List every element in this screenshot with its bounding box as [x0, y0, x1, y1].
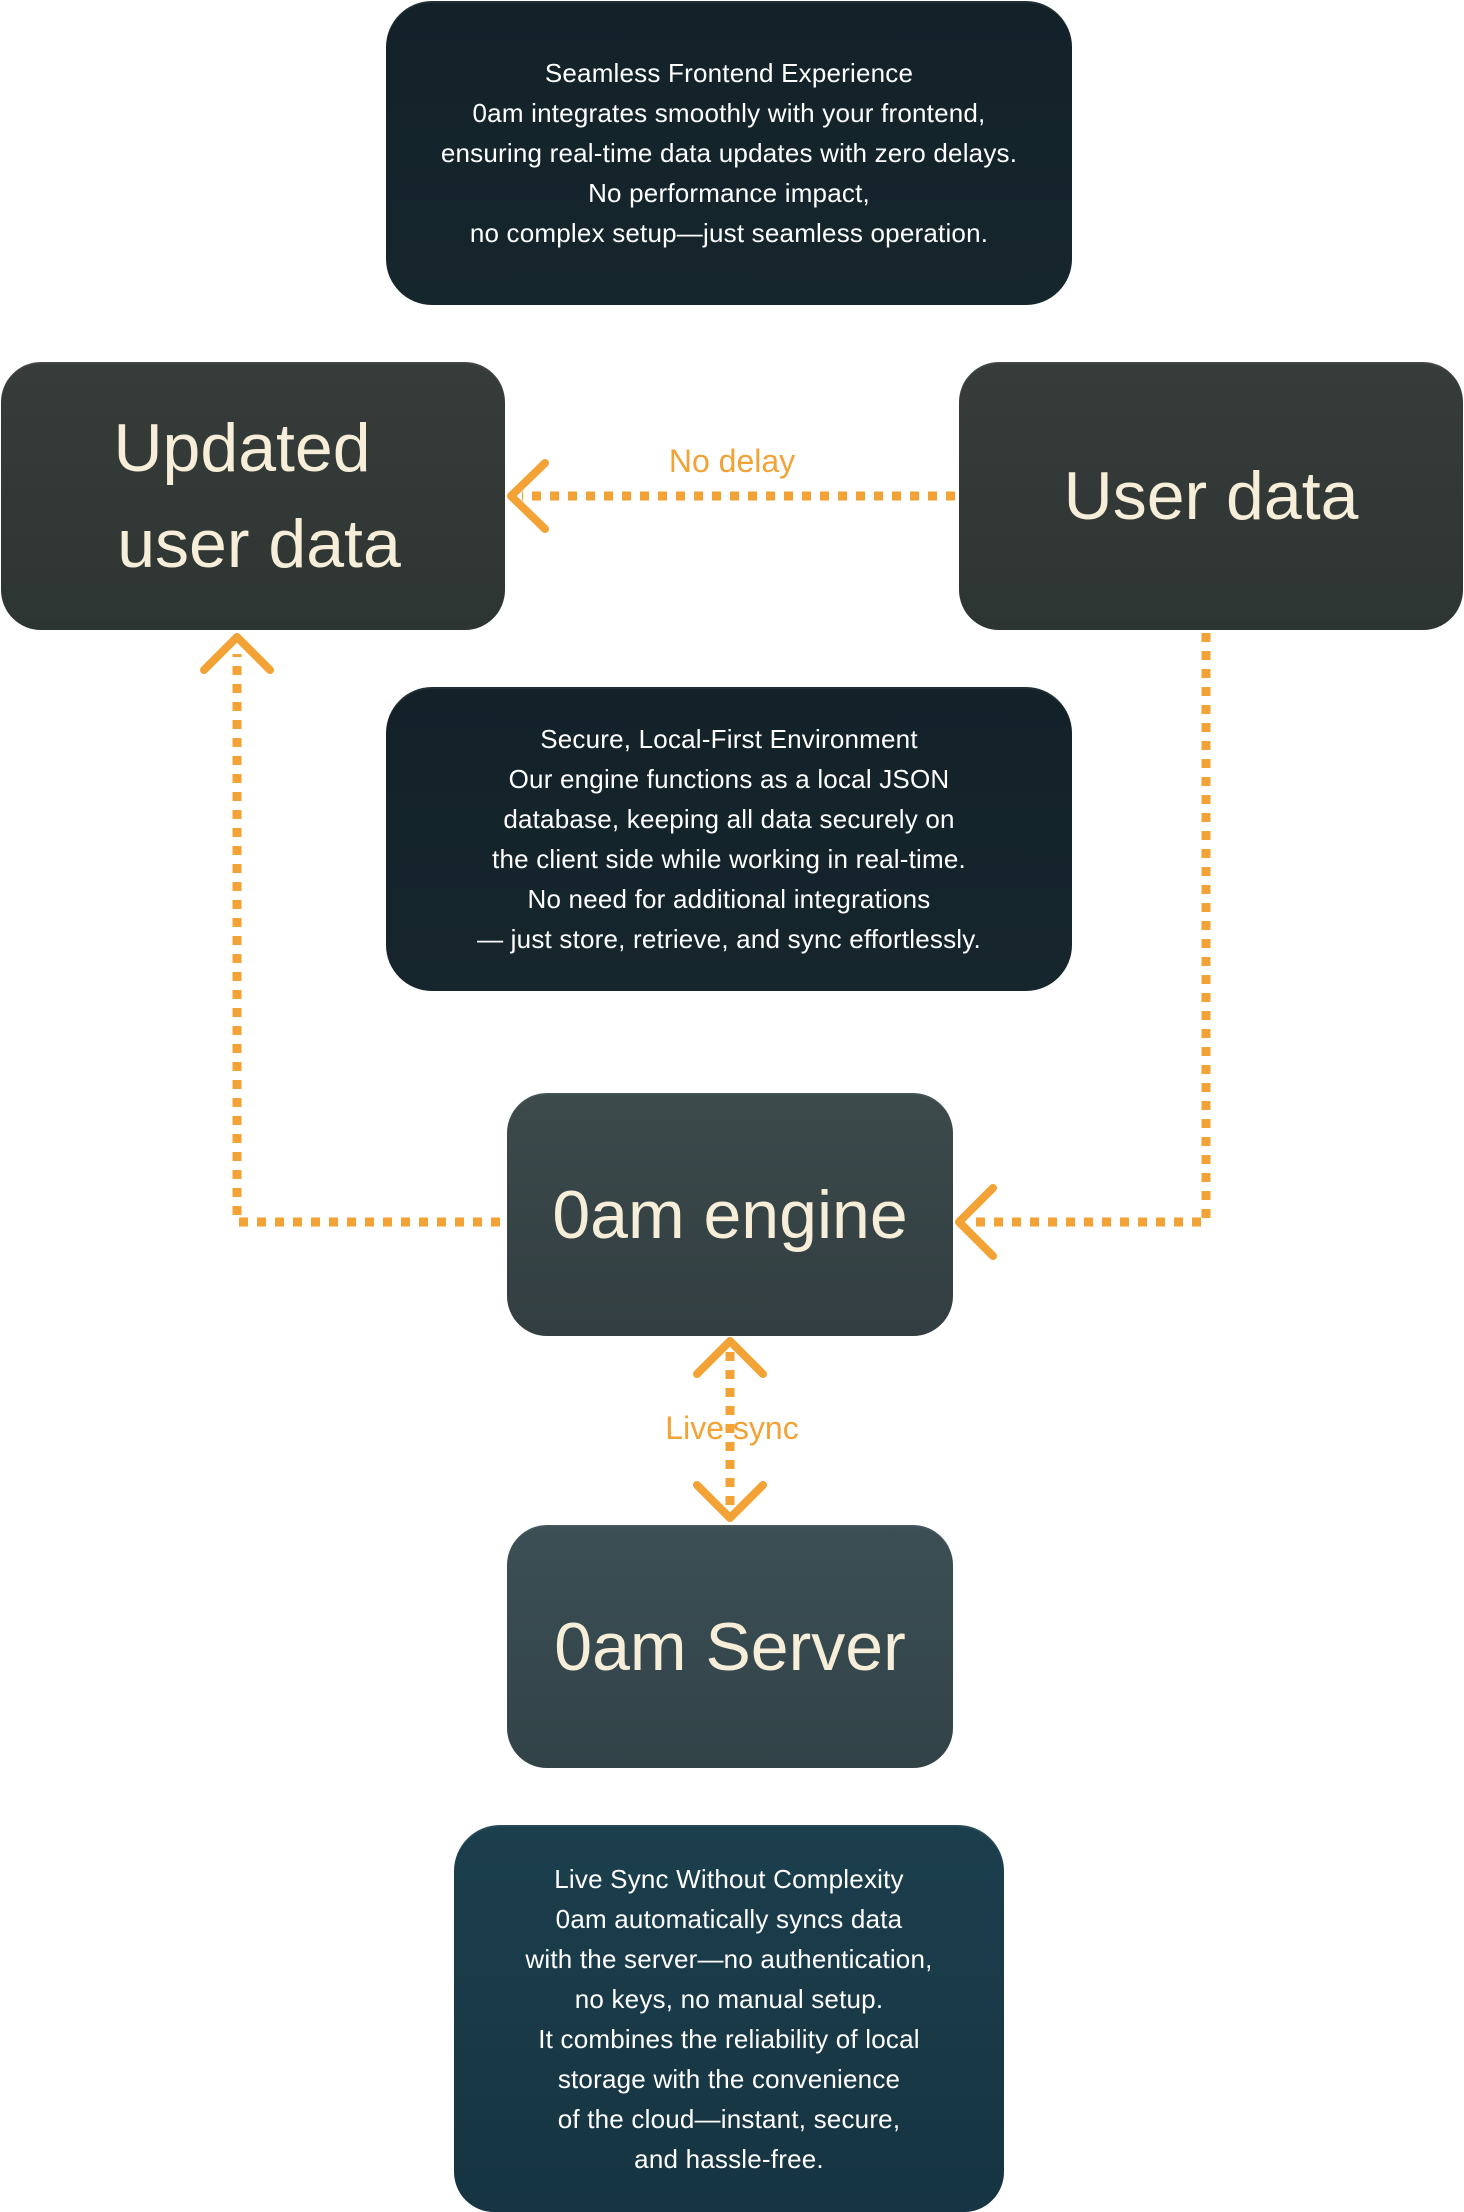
- note-line: 0am automatically syncs data: [555, 1903, 903, 1934]
- note-local-first: Secure, Local-First Environment Our engi…: [386, 687, 1072, 991]
- node-label: 0am engine: [552, 1176, 908, 1253]
- note-line: no complex setup—just seamless operation…: [469, 218, 989, 248]
- note-line: No performance impact,: [588, 178, 870, 208]
- arrowhead-up-icon: [693, 1337, 767, 1378]
- node-label: user data: [117, 506, 401, 582]
- edge-label-live-sync: Live sync: [665, 1410, 799, 1446]
- note-title: Seamless Frontend Experience: [544, 58, 914, 88]
- node-label: 0am Server: [554, 1608, 906, 1685]
- note-line: storage with the convenience: [557, 2063, 901, 2094]
- node-label: Updated: [113, 410, 371, 486]
- node-engine: 0am engine: [507, 1093, 953, 1336]
- node-updated-user-data: Updated user data: [1, 362, 505, 630]
- note-line: ensuring real-time data updates with zer…: [440, 138, 1018, 168]
- edge-label-no-delay: No delay: [668, 443, 796, 479]
- note-line: No need for additional integrations: [527, 884, 931, 914]
- note-line: of the cloud—instant, secure,: [557, 2103, 901, 2134]
- note-title: Live Sync Without Complexity: [554, 1863, 904, 1894]
- note-line: It combines the reliability of local: [538, 2023, 920, 2054]
- node-user-data: User data: [959, 362, 1463, 630]
- note-line: 0am integrates smoothly with your fronte…: [472, 98, 986, 128]
- note-live-sync: Live Sync Without Complexity 0am automat…: [454, 1825, 1004, 2212]
- note-line: Our engine functions as a local JSON: [508, 764, 950, 794]
- note-line: — just store, retrieve, and sync effortl…: [477, 924, 981, 954]
- note-line: the client side while working in real-ti…: [492, 844, 966, 874]
- node-server: 0am Server: [507, 1525, 953, 1768]
- arrowhead-up-icon: [200, 633, 274, 674]
- node-label: User data: [1063, 458, 1359, 534]
- note-line: and hassle-free.: [634, 2143, 824, 2174]
- arrowhead-down-icon: [693, 1481, 767, 1522]
- note-frontend-experience: Seamless Frontend Experience 0am integra…: [386, 1, 1072, 305]
- note-title: Secure, Local-First Environment: [540, 724, 918, 754]
- arrowhead-left-icon: [507, 459, 549, 533]
- arrowhead-left-icon: [955, 1184, 997, 1260]
- note-line: no keys, no manual setup.: [574, 1983, 884, 2014]
- note-line: with the server—no authentication,: [525, 1943, 933, 1974]
- note-line: database, keeping all data securely on: [503, 804, 955, 834]
